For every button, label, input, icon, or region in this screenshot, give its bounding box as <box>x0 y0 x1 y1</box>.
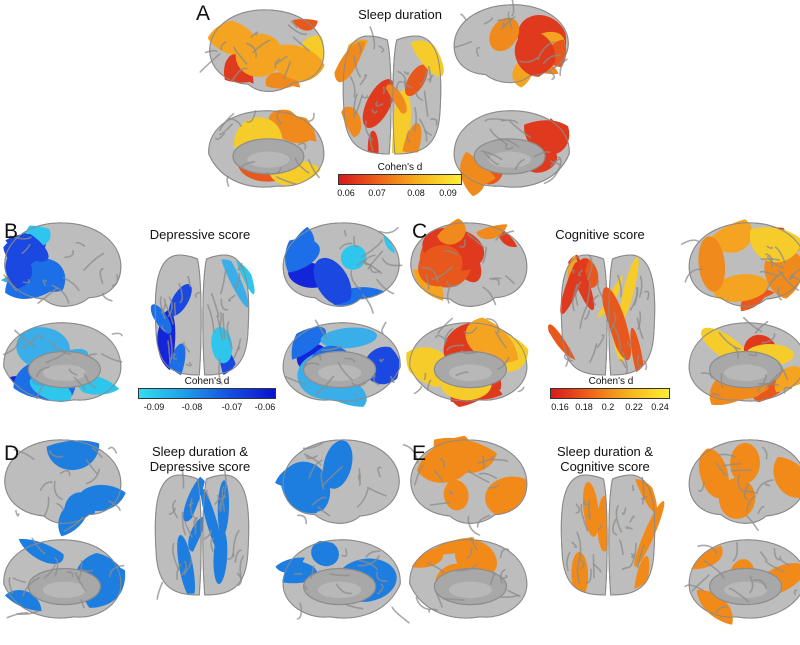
colorbar-tick: -0.06 <box>254 402 276 412</box>
panel-c: C Cognitive score Cohen's d 0.16 0.18 0.… <box>400 218 800 418</box>
colorbar-tick: 0.06 <box>337 188 355 198</box>
panel-a: A Sleep duration Cohen's d 0.06 0.07 0.0… <box>0 0 800 210</box>
colorbar-tick: 0.08 <box>407 188 425 198</box>
colorbar-gradient <box>550 388 670 399</box>
colorbar-gradient <box>138 388 276 399</box>
colorbar-tick: -0.08 <box>181 402 203 412</box>
d-left-medial <box>0 527 138 621</box>
colorbar-tick: -0.09 <box>143 402 165 412</box>
a-dorsal-view <box>334 26 444 162</box>
panel-title: Sleep duration <box>358 7 442 22</box>
panel-letter: E <box>412 442 427 465</box>
panel-title: Cognitive score <box>555 227 645 242</box>
c-right-medial <box>688 316 800 417</box>
panel-e: E Sleep duration & Cognitive score <box>400 432 800 645</box>
colorbar-gradient <box>338 174 462 185</box>
panel-title: Sleep duration & <box>556 444 654 459</box>
c-left-medial <box>394 316 529 410</box>
c-right-lateral <box>680 215 800 321</box>
e-left-medial <box>405 531 528 619</box>
colorbar: Cohen's d -0.09 -0.08 -0.07 -0.06 <box>132 376 282 416</box>
e-dorsal-view <box>560 471 665 598</box>
colorbar-title: Cohen's d <box>184 376 230 387</box>
panel-letter: A <box>196 2 211 25</box>
colorbar-tick: -0.07 <box>221 402 243 412</box>
panel-title: Cognitive score <box>560 459 650 474</box>
panel-letter: D <box>4 442 20 465</box>
c-left-lateral <box>409 206 528 317</box>
colorbar: Cohen's d 0.16 0.18 0.2 0.22 0.24 <box>546 376 676 416</box>
panel-letter: B <box>4 220 19 243</box>
colorbar-tick: 0.09 <box>439 188 457 198</box>
panel-title: Depressive score <box>149 459 251 474</box>
colorbar-tick: 0.24 <box>651 402 669 412</box>
d-dorsal-view <box>154 467 250 600</box>
e-right-lateral <box>688 439 800 531</box>
colorbar-title: Cohen's d <box>588 376 634 387</box>
panel-title: Sleep duration & <box>151 444 249 459</box>
panel-title: Depressive score <box>149 227 251 242</box>
colorbar-tick: 0.16 <box>551 402 569 412</box>
a-left-medial <box>208 109 330 189</box>
d-right-medial <box>273 538 410 624</box>
colorbar-tick: 0.07 <box>368 188 386 198</box>
colorbar: Cohen's d 0.06 0.07 0.08 0.09 <box>330 162 470 202</box>
colorbar-tick: 0.2 <box>601 402 615 412</box>
b-right-medial <box>274 319 404 413</box>
colorbar-tick: 0.18 <box>575 402 593 412</box>
colorbar-title: Cohen's d <box>377 162 423 173</box>
panel-letter: C <box>412 220 428 243</box>
panel-b: B Depressive score Cohen's d -0.09 -0.08… <box>0 218 400 418</box>
colorbar-tick: 0.22 <box>625 402 643 412</box>
panel-d: D Sleep duration & Depressive score <box>0 432 400 645</box>
